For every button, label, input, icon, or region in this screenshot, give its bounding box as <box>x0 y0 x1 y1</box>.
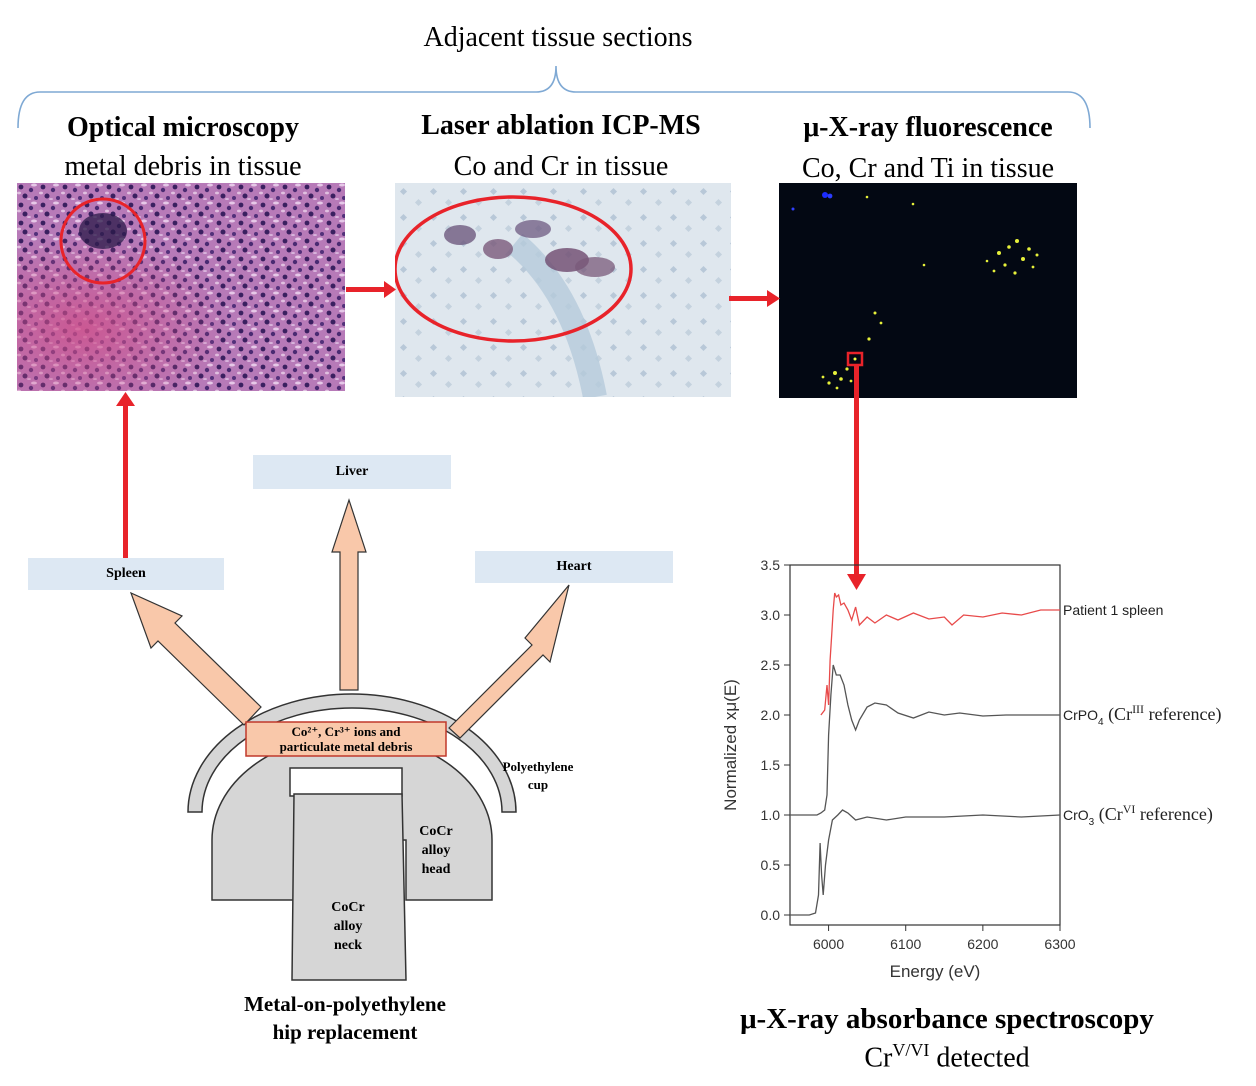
arrow-to-liver <box>331 498 367 691</box>
x-axis-label: Energy (eV) <box>890 962 981 981</box>
hip-replacement-diagram <box>129 498 570 981</box>
optical-subtitle: metal debris in tissue <box>64 151 302 182</box>
y-tick-label: 2.0 <box>761 707 781 723</box>
series-label-0: Patient 1 spleen <box>1063 602 1163 618</box>
x-tick-label: 6100 <box>890 936 921 952</box>
series-label-2: CrO3 (CrVI reference) <box>1063 802 1213 828</box>
y-tick-label: 2.5 <box>761 657 781 673</box>
ions-box <box>245 721 447 757</box>
xas-subtitle-rest: detected <box>929 1042 1030 1074</box>
xas-title: μ-X-ray absorbance spectroscopy <box>740 1003 1154 1035</box>
head-line1: CoCr <box>419 824 453 839</box>
adjacent-bracket <box>17 65 1091 129</box>
neck-line2: alloy <box>333 919 363 934</box>
arrow-to-spleen <box>129 591 262 726</box>
xrf-subtitle: Co, Cr and Ti in tissue <box>801 153 1055 184</box>
optical-title: Optical microscopy <box>66 112 299 143</box>
series-line-2 <box>790 809 1061 916</box>
cocr-alloy-neck <box>291 793 407 981</box>
plot-frame <box>789 564 1061 926</box>
xas-subtitle: CrV/VI detected <box>690 1040 1204 1074</box>
head-line3: head <box>421 862 451 877</box>
series-label-1: CrPO4 (CrIII reference) <box>1063 702 1222 728</box>
ions-label: Co²⁺, Cr³⁺ ions and particulate metal de… <box>246 724 446 754</box>
head-label: CoCr alloy head <box>406 822 466 879</box>
neck-label: CoCr alloy neck <box>318 898 378 955</box>
ions-line1: Co²⁺, Cr³⁺ ions and <box>291 724 401 739</box>
y-tick-label: 0.0 <box>761 907 781 923</box>
xrf-image <box>779 183 1077 398</box>
cup-line1: Polyethylene <box>502 759 574 774</box>
laser-ablation-image <box>395 183 731 397</box>
y-tick-label: 1.5 <box>761 757 781 773</box>
organ-spleen: Spleen <box>28 558 224 590</box>
ions-line2: particulate metal debris <box>279 739 413 754</box>
series-line-0 <box>820 592 1060 716</box>
y-tick-label: 0.5 <box>761 857 781 873</box>
series-line-1 <box>790 664 1060 816</box>
hip-caption: Metal-on-polyethylene hip replacement <box>180 990 510 1046</box>
arrow-to-heart <box>448 584 570 739</box>
hip-caption-line1: Metal-on-polyethylene <box>244 992 446 1016</box>
hip-caption-line2: hip replacement <box>272 1020 418 1044</box>
y-tick-label: 3.0 <box>761 607 781 623</box>
neck-line3: neck <box>334 938 362 953</box>
xrf-title: μ-X-ray fluorescence <box>803 112 1053 143</box>
x-tick-label: 6300 <box>1044 936 1075 952</box>
head-line2: alloy <box>421 843 451 858</box>
top-caption: Adjacent tissue sections <box>423 22 693 53</box>
laser-subtitle: Co and Cr in tissue <box>453 151 669 182</box>
xas-subtitle-base: Cr <box>864 1042 893 1074</box>
y-axis-label: Normalized xμ(E) <box>721 679 740 811</box>
x-tick-label: 6200 <box>967 936 998 952</box>
organ-liver: Liver <box>253 455 451 489</box>
laser-title: Laser ablation ICP-MS <box>421 110 701 141</box>
y-tick-label: 3.5 <box>761 557 781 573</box>
xas-chart: 0.0 0.5 1.0 1.5 2.0 2.5 3.0 3.5 6000 6100 6200 6300… <box>721 557 1222 981</box>
y-tick-label: 1.0 <box>761 807 781 823</box>
optical-microscopy-image <box>17 183 345 391</box>
cup-line2: cup <box>527 777 549 792</box>
cup-label: Polyethylene cup <box>478 758 598 794</box>
xas-subtitle-sup: V/VI <box>892 1040 930 1060</box>
neck-line1: CoCr <box>331 900 365 915</box>
x-tick-label: 6000 <box>813 936 844 952</box>
organ-heart: Heart <box>475 551 673 583</box>
